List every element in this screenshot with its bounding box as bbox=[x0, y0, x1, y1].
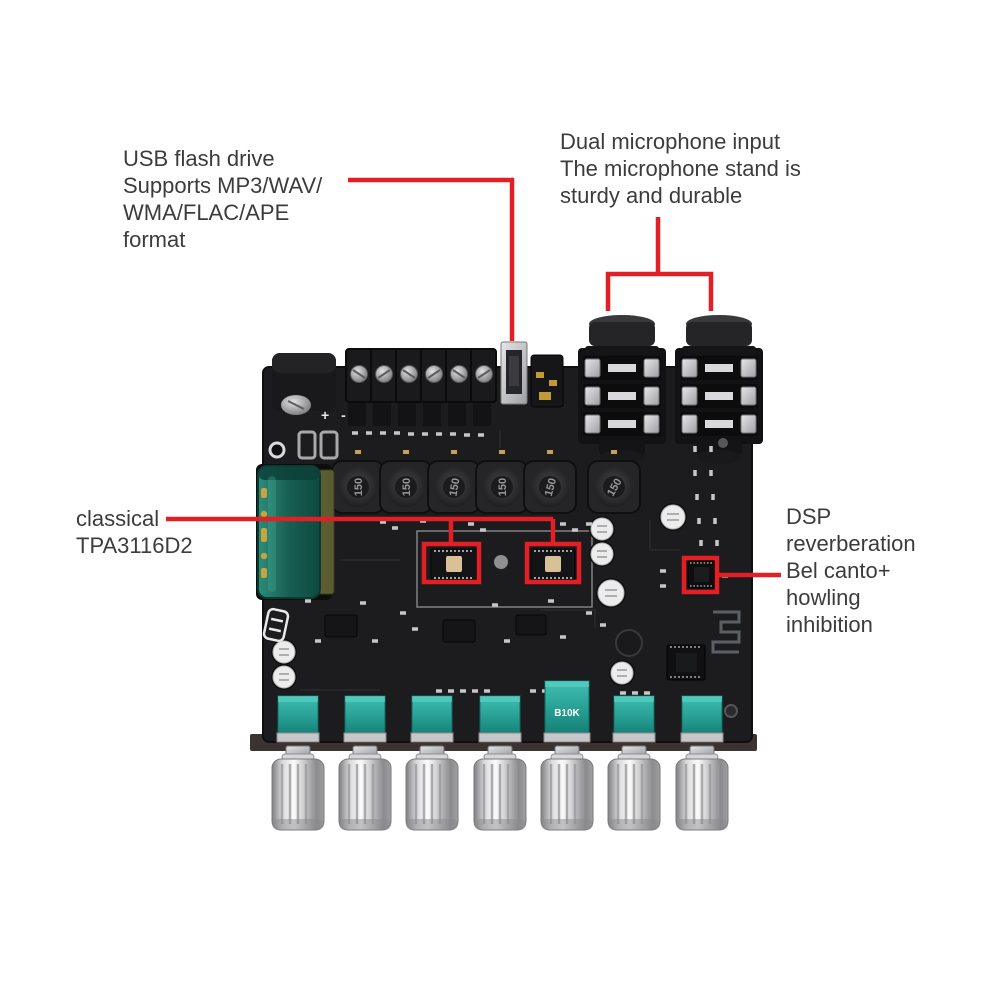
callout-line: USB flash drive bbox=[123, 146, 275, 171]
potentiometer bbox=[680, 695, 724, 743]
callout-mic-text: Dual microphone input The microphone sta… bbox=[560, 128, 801, 209]
dsp-chip bbox=[687, 560, 716, 589]
filter-inductors: 150 150 150 150 150 150 bbox=[331, 460, 641, 514]
screw-hole bbox=[268, 441, 286, 459]
metal-clips bbox=[297, 430, 339, 460]
callout-usb-text: USB flash drive Supports MP3/WAV/ WMA/FL… bbox=[123, 145, 322, 253]
knob bbox=[607, 745, 661, 831]
callout-line: classical bbox=[76, 506, 160, 531]
screw-hole bbox=[724, 704, 738, 718]
jack-contacts bbox=[680, 356, 758, 436]
tpa3116d2-chip-right bbox=[530, 548, 576, 581]
callout-line: DSP bbox=[786, 504, 832, 529]
usb-callout-line bbox=[348, 177, 515, 341]
brand-logo-silkscreen bbox=[262, 607, 290, 643]
potentiometer bbox=[478, 695, 522, 743]
potentiometer-b10k: B10K bbox=[543, 680, 591, 743]
callout-line: WMA/FLAC/APE bbox=[123, 200, 290, 225]
dc-power-jack bbox=[272, 353, 336, 415]
aux-audio-jack bbox=[530, 354, 564, 408]
polarity-silkscreen: + - bbox=[321, 407, 350, 423]
callout-amp-text: classical TPA3116D2 bbox=[76, 505, 193, 559]
potentiometer bbox=[612, 695, 656, 743]
callout-lines bbox=[166, 177, 781, 595]
pcb-antenna bbox=[711, 610, 741, 654]
small-capacitors bbox=[271, 503, 687, 690]
usb-port bbox=[500, 341, 528, 405]
inductor: 150 bbox=[475, 460, 529, 514]
svg-text:B10K: B10K bbox=[554, 708, 580, 719]
knob bbox=[540, 745, 594, 831]
silkscreen-outline bbox=[416, 530, 593, 608]
microphone-jack-1 bbox=[578, 315, 666, 464]
callout-line: The microphone stand is bbox=[560, 156, 801, 181]
svg-text:150: 150 bbox=[401, 478, 413, 496]
callout-line: howling bbox=[786, 585, 861, 610]
control-knobs bbox=[271, 745, 729, 831]
knob bbox=[338, 745, 392, 831]
callout-line: Bel canto+ bbox=[786, 558, 891, 583]
microphone-jack-2 bbox=[675, 315, 763, 464]
smd-components bbox=[305, 431, 728, 695]
inductor: 150 bbox=[523, 460, 577, 514]
svg-text:150: 150 bbox=[353, 478, 365, 496]
potentiometer bbox=[343, 695, 387, 743]
amp-callout-line bbox=[166, 516, 556, 544]
speaker-terminal-block bbox=[345, 348, 497, 426]
svg-text:150: 150 bbox=[447, 477, 462, 497]
power-inductor-round bbox=[615, 629, 643, 657]
callout-line: format bbox=[123, 227, 186, 252]
callout-line: Supports MP3/WAV/ bbox=[123, 173, 323, 198]
tpa3116d2-chip-left bbox=[430, 548, 478, 581]
svg-text:150: 150 bbox=[497, 478, 509, 496]
amp-chip-highlight-box bbox=[421, 541, 482, 585]
capacitor-gold-print bbox=[260, 488, 268, 578]
callout-line: reverberation bbox=[786, 531, 916, 556]
potentiometer bbox=[410, 695, 454, 743]
knob bbox=[405, 745, 459, 831]
inductor: 150 bbox=[331, 460, 385, 514]
mic-callout-line bbox=[605, 217, 714, 311]
opamp-ics bbox=[324, 614, 547, 643]
inductor: 150 bbox=[427, 460, 481, 514]
screw-hole bbox=[718, 438, 728, 448]
jack-contacts bbox=[583, 356, 661, 436]
callout-line: Dual microphone input bbox=[560, 129, 781, 154]
knob bbox=[473, 745, 527, 831]
inductor: 150 bbox=[587, 460, 641, 514]
callout-dsp-text: DSP reverberation Bel canto+ howling inh… bbox=[786, 503, 916, 638]
knob bbox=[271, 745, 325, 831]
knob bbox=[675, 745, 729, 831]
callout-line: sturdy and durable bbox=[560, 183, 743, 208]
terminal-screws bbox=[350, 365, 493, 383]
callout-line: TPA3116D2 bbox=[76, 533, 193, 558]
power-capacitor bbox=[256, 464, 335, 600]
amp-chip-highlight-box bbox=[524, 541, 582, 585]
potentiometers: B10K bbox=[276, 680, 724, 743]
bluetooth-chip bbox=[666, 644, 706, 681]
svg-text:150: 150 bbox=[543, 477, 559, 498]
callout-line: inhibition bbox=[786, 612, 873, 637]
potentiometer bbox=[276, 695, 320, 743]
thermal-via bbox=[494, 555, 508, 569]
inductor: 150 bbox=[379, 460, 433, 514]
